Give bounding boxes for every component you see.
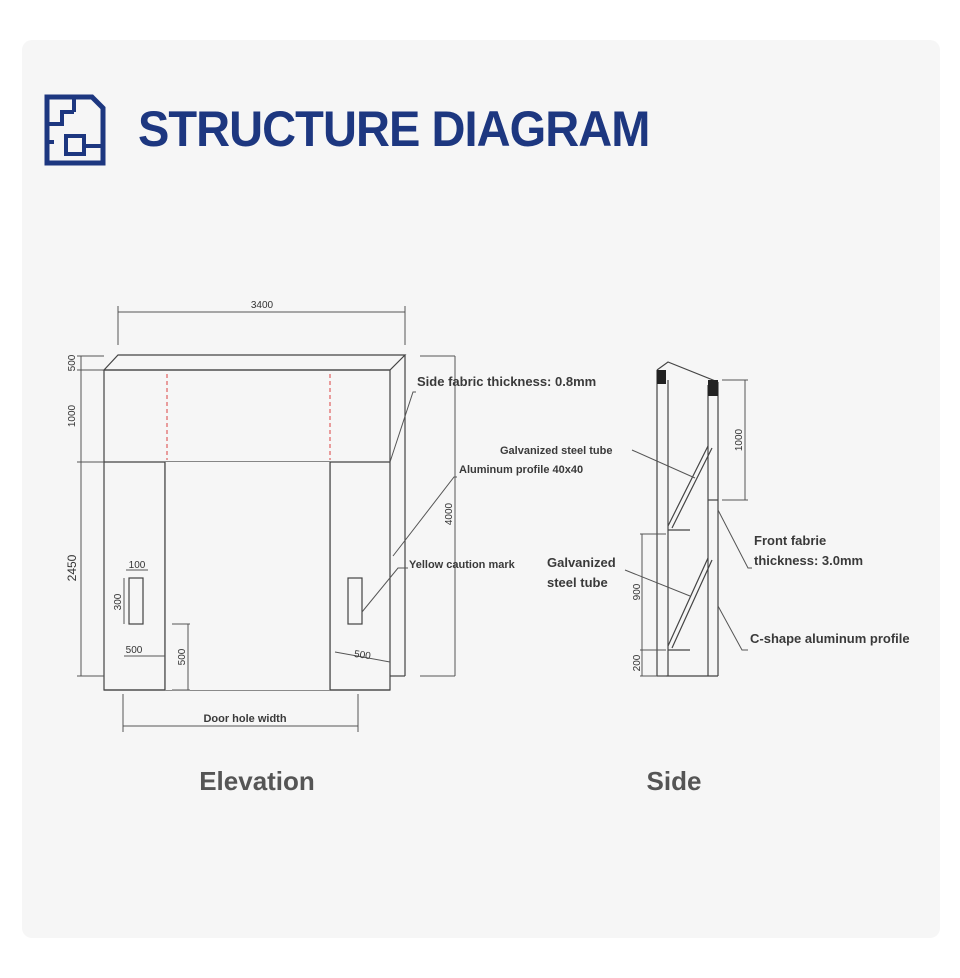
side-view-label: Side xyxy=(647,766,702,796)
dim-left-500: 500 xyxy=(126,645,143,656)
side-frame xyxy=(656,361,719,677)
side-dim-900: 900 xyxy=(632,583,643,600)
elevation-view-label: Elevation xyxy=(199,766,315,796)
dim-mark-height-300: 300 xyxy=(113,593,124,610)
elevation-leaders xyxy=(361,391,457,613)
page-title: STRUCTURE DIAGRAM xyxy=(138,101,650,157)
front-fabric-label-line2: thickness: 3.0mm xyxy=(754,553,863,568)
dim-h-4000: 4000 xyxy=(444,502,455,525)
side-dim-200: 200 xyxy=(632,654,643,671)
side-leaders xyxy=(624,449,752,651)
elevation-frame xyxy=(102,354,407,691)
dim-mark-width-100: 100 xyxy=(129,560,146,571)
side-dimension-lines xyxy=(640,379,748,677)
caution-mark-right xyxy=(347,577,363,625)
yellow-caution-mark-label: Yellow caution mark xyxy=(409,559,516,571)
c-shape-profile-label: C-shape aluminum profile xyxy=(750,631,910,646)
dim-left-height-500: 500 xyxy=(177,648,188,665)
elevation-dimension-lines xyxy=(77,306,456,732)
door-hole-width-label: Door hole width xyxy=(203,713,286,725)
aluminum-profile-label: Aluminum profile 40x40 xyxy=(459,464,583,476)
front-fabric-label-line1: Front fabrie xyxy=(754,533,826,548)
dim-right-500: 500 xyxy=(353,649,371,662)
galvanized-tube-upper-label: Galvanized steel tube xyxy=(500,445,612,457)
galvanized-tube-lower-label-line2: steel tube xyxy=(547,575,608,590)
caution-mark-left xyxy=(128,577,144,625)
side-fabric-label: Side fabric thickness: 0.8mm xyxy=(417,374,596,389)
dim-h-1000: 1000 xyxy=(67,404,78,427)
galvanized-tube-lower-label-line1: Galvanized xyxy=(547,555,616,570)
dim-h-2450: 2450 xyxy=(65,554,79,581)
side-dim-1000: 1000 xyxy=(734,428,745,451)
dim-top-500: 500 xyxy=(67,354,78,371)
side-top-cap-left xyxy=(657,370,666,384)
side-top-cap-right xyxy=(708,380,718,396)
floor-plan-icon xyxy=(44,94,106,166)
dim-width-3400: 3400 xyxy=(251,300,274,311)
